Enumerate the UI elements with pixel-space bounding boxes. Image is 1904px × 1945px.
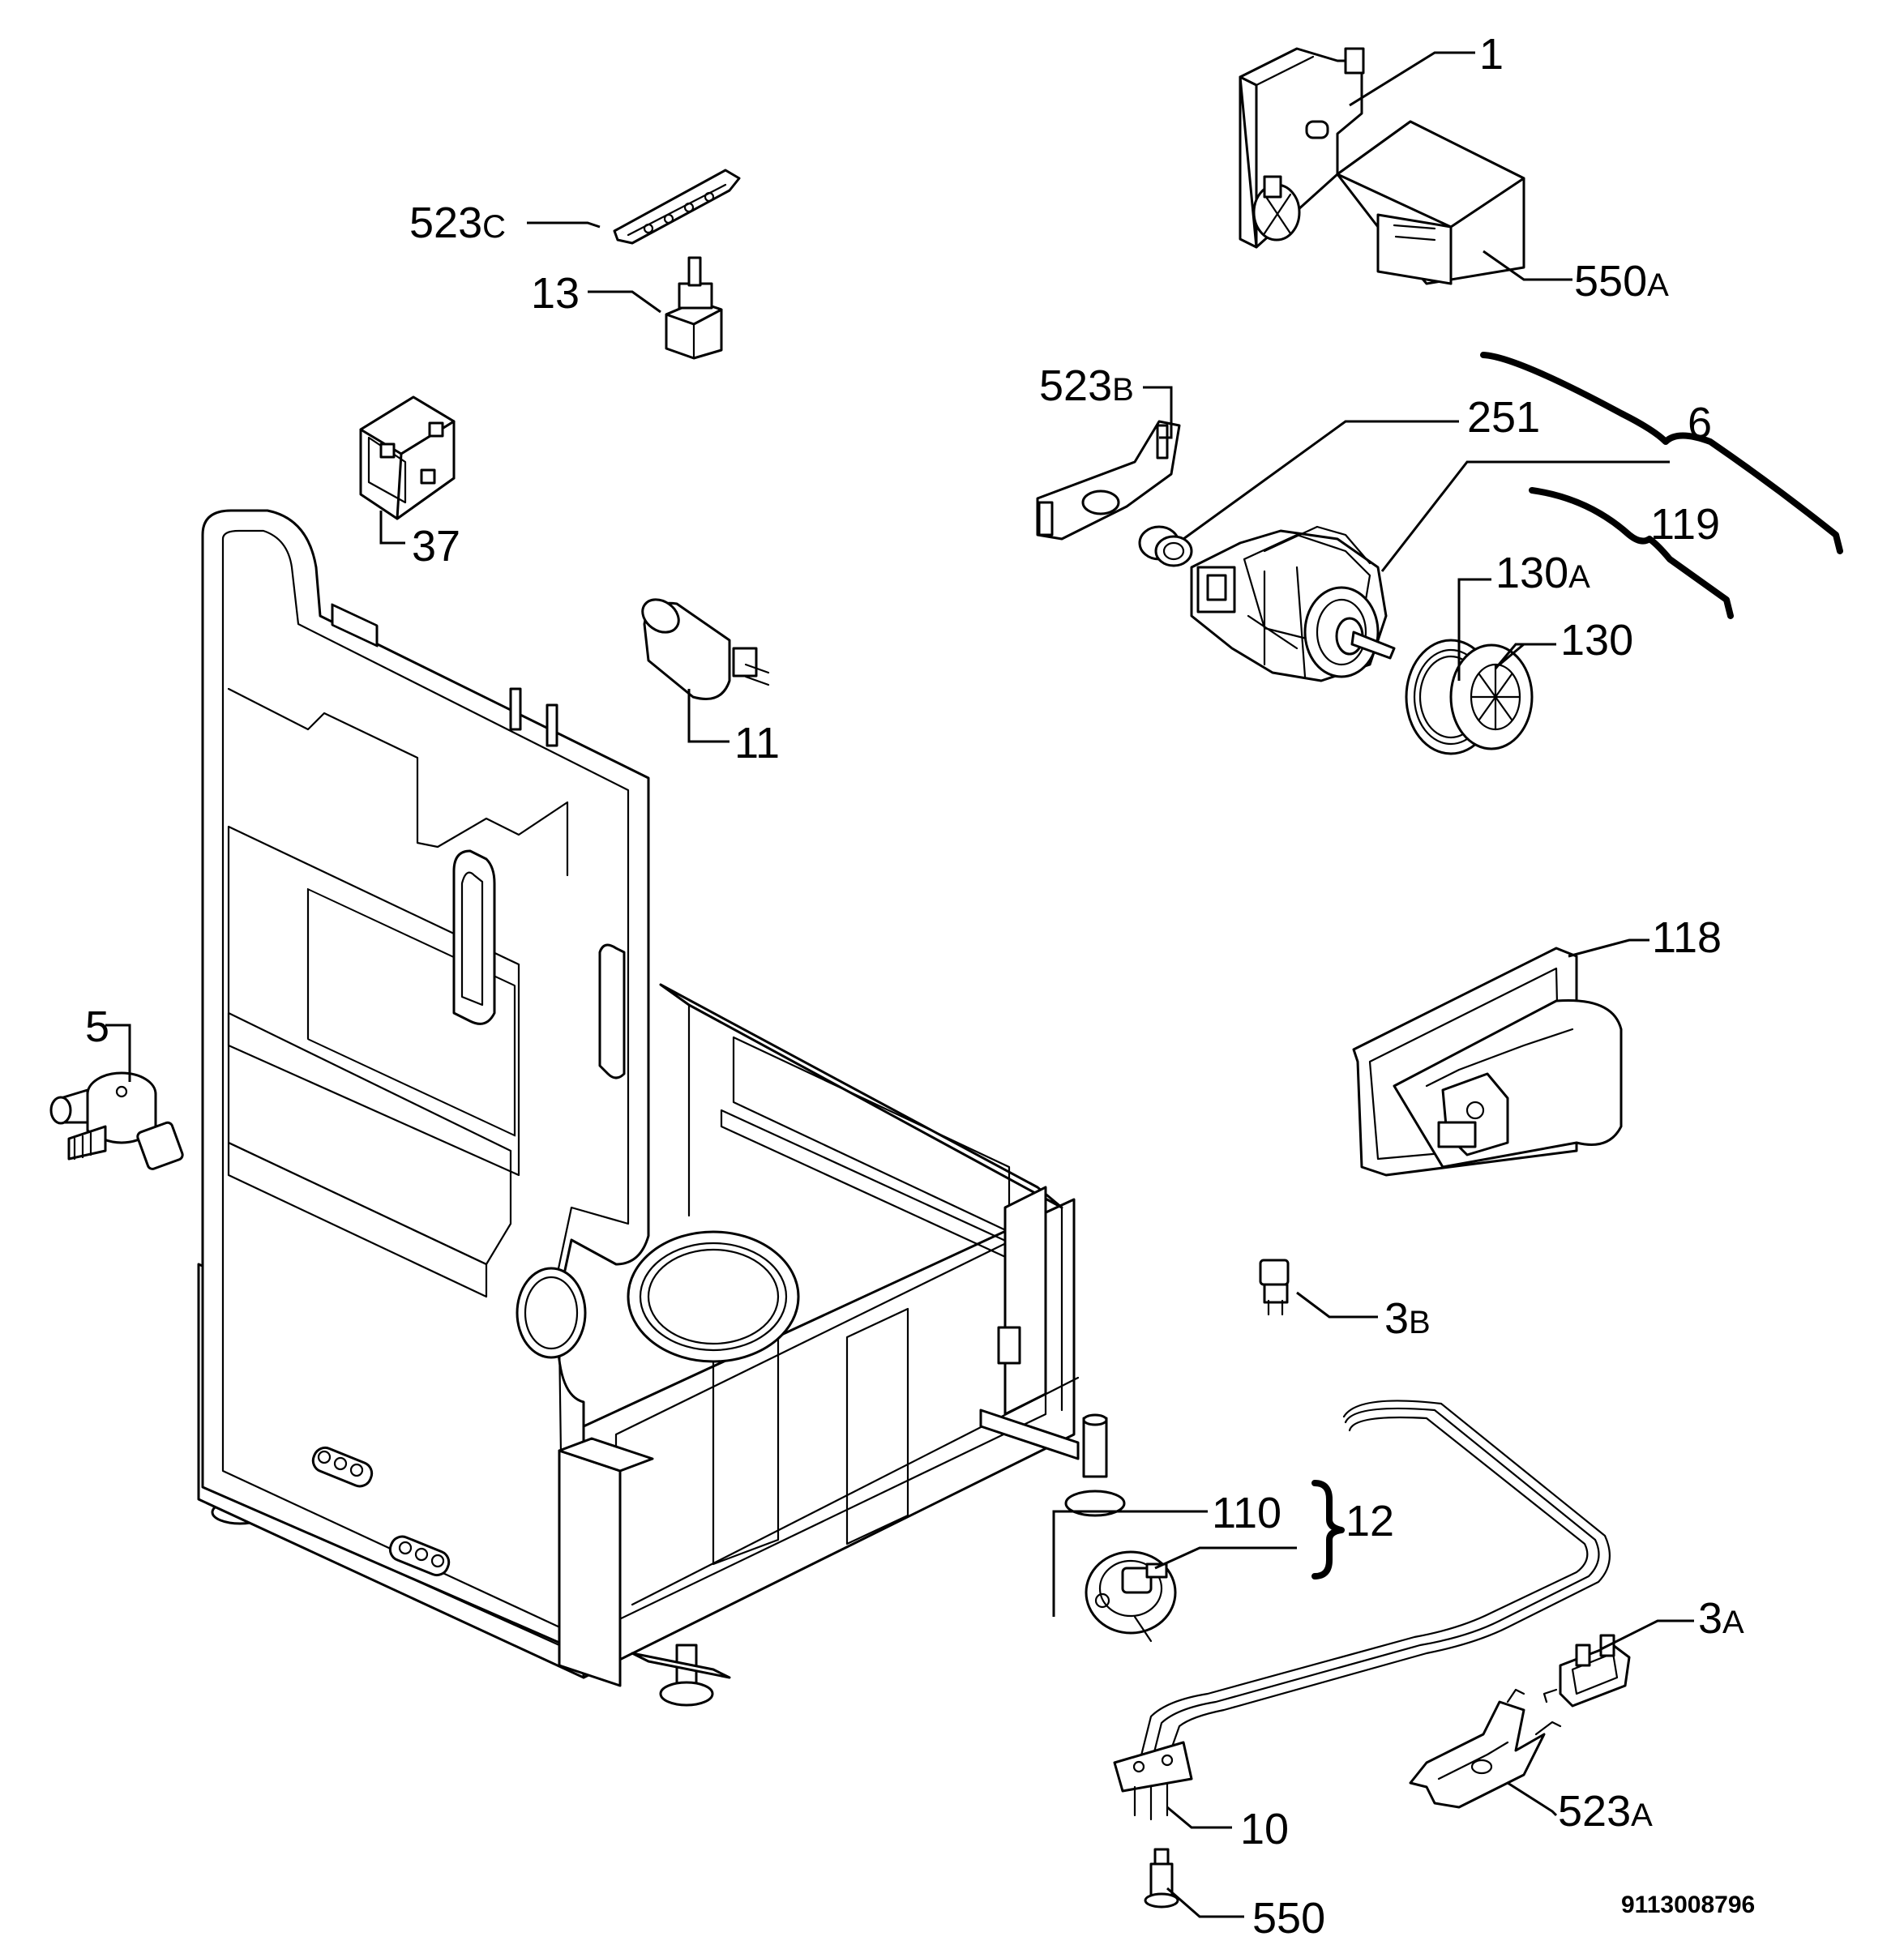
label-118: 118	[1652, 913, 1722, 962]
part-130-impeller	[1405, 639, 1534, 755]
label-110: 110	[1212, 1489, 1281, 1537]
label-3b: 3B	[1384, 1294, 1431, 1343]
brace-119	[1529, 487, 1734, 619]
label-251: 251	[1467, 393, 1540, 442]
part-550-pin	[1144, 1848, 1179, 1909]
part-13-switch	[665, 256, 723, 360]
label-523c: 523C	[409, 199, 506, 247]
label-119: 119	[1650, 500, 1720, 549]
part-11-capacitor	[641, 598, 770, 700]
part-118-dispenser	[1352, 947, 1623, 1177]
label-10: 10	[1240, 1805, 1289, 1853]
label-550: 550	[1252, 1894, 1325, 1943]
leader-lines	[105, 51, 1694, 1918]
part-6-motor	[1190, 525, 1396, 682]
part-3a-clip	[1542, 1634, 1631, 1708]
part-1-timer	[1239, 47, 1365, 249]
part-3b-sensor	[1259, 1259, 1290, 1316]
label-550a: 550A	[1574, 257, 1669, 306]
part-251-seal	[1138, 525, 1193, 567]
label-3a: 3A	[1698, 1594, 1744, 1643]
part-550a-box	[1336, 120, 1525, 285]
part-523a-bracket	[1409, 1688, 1562, 1809]
label-523a: 523A	[1558, 1787, 1653, 1836]
label-13: 13	[531, 269, 580, 318]
document-number: 9113008796	[1621, 1892, 1755, 1918]
label-523b: 523B	[1039, 361, 1134, 410]
label-130a: 130A	[1495, 549, 1590, 597]
brace-12	[1311, 1480, 1345, 1580]
label-11: 11	[734, 719, 780, 767]
label-12: 12	[1346, 1497, 1394, 1545]
frame-door-panel	[201, 509, 654, 1687]
label-6: 6	[1688, 399, 1712, 447]
label-130: 130	[1560, 616, 1633, 665]
part-110-pressure-switch	[927, 1550, 1177, 1705]
part-labels: 1 550A 523C 13 523B 251 6 119 130A 130 3…	[85, 30, 1755, 1943]
braces	[1311, 352, 1843, 1580]
label-5: 5	[85, 1002, 109, 1051]
part-523b-bracket	[1036, 420, 1181, 541]
brace-6	[1480, 352, 1843, 554]
part-5-inlet-valve	[49, 1071, 184, 1170]
dishwasher-base-frame	[197, 509, 1126, 1707]
part-37-relay	[359, 395, 456, 520]
part-523c-bracket	[613, 169, 741, 245]
label-37: 37	[412, 522, 460, 571]
label-1: 1	[1479, 30, 1504, 79]
part-10-heater	[1113, 1400, 1611, 1821]
